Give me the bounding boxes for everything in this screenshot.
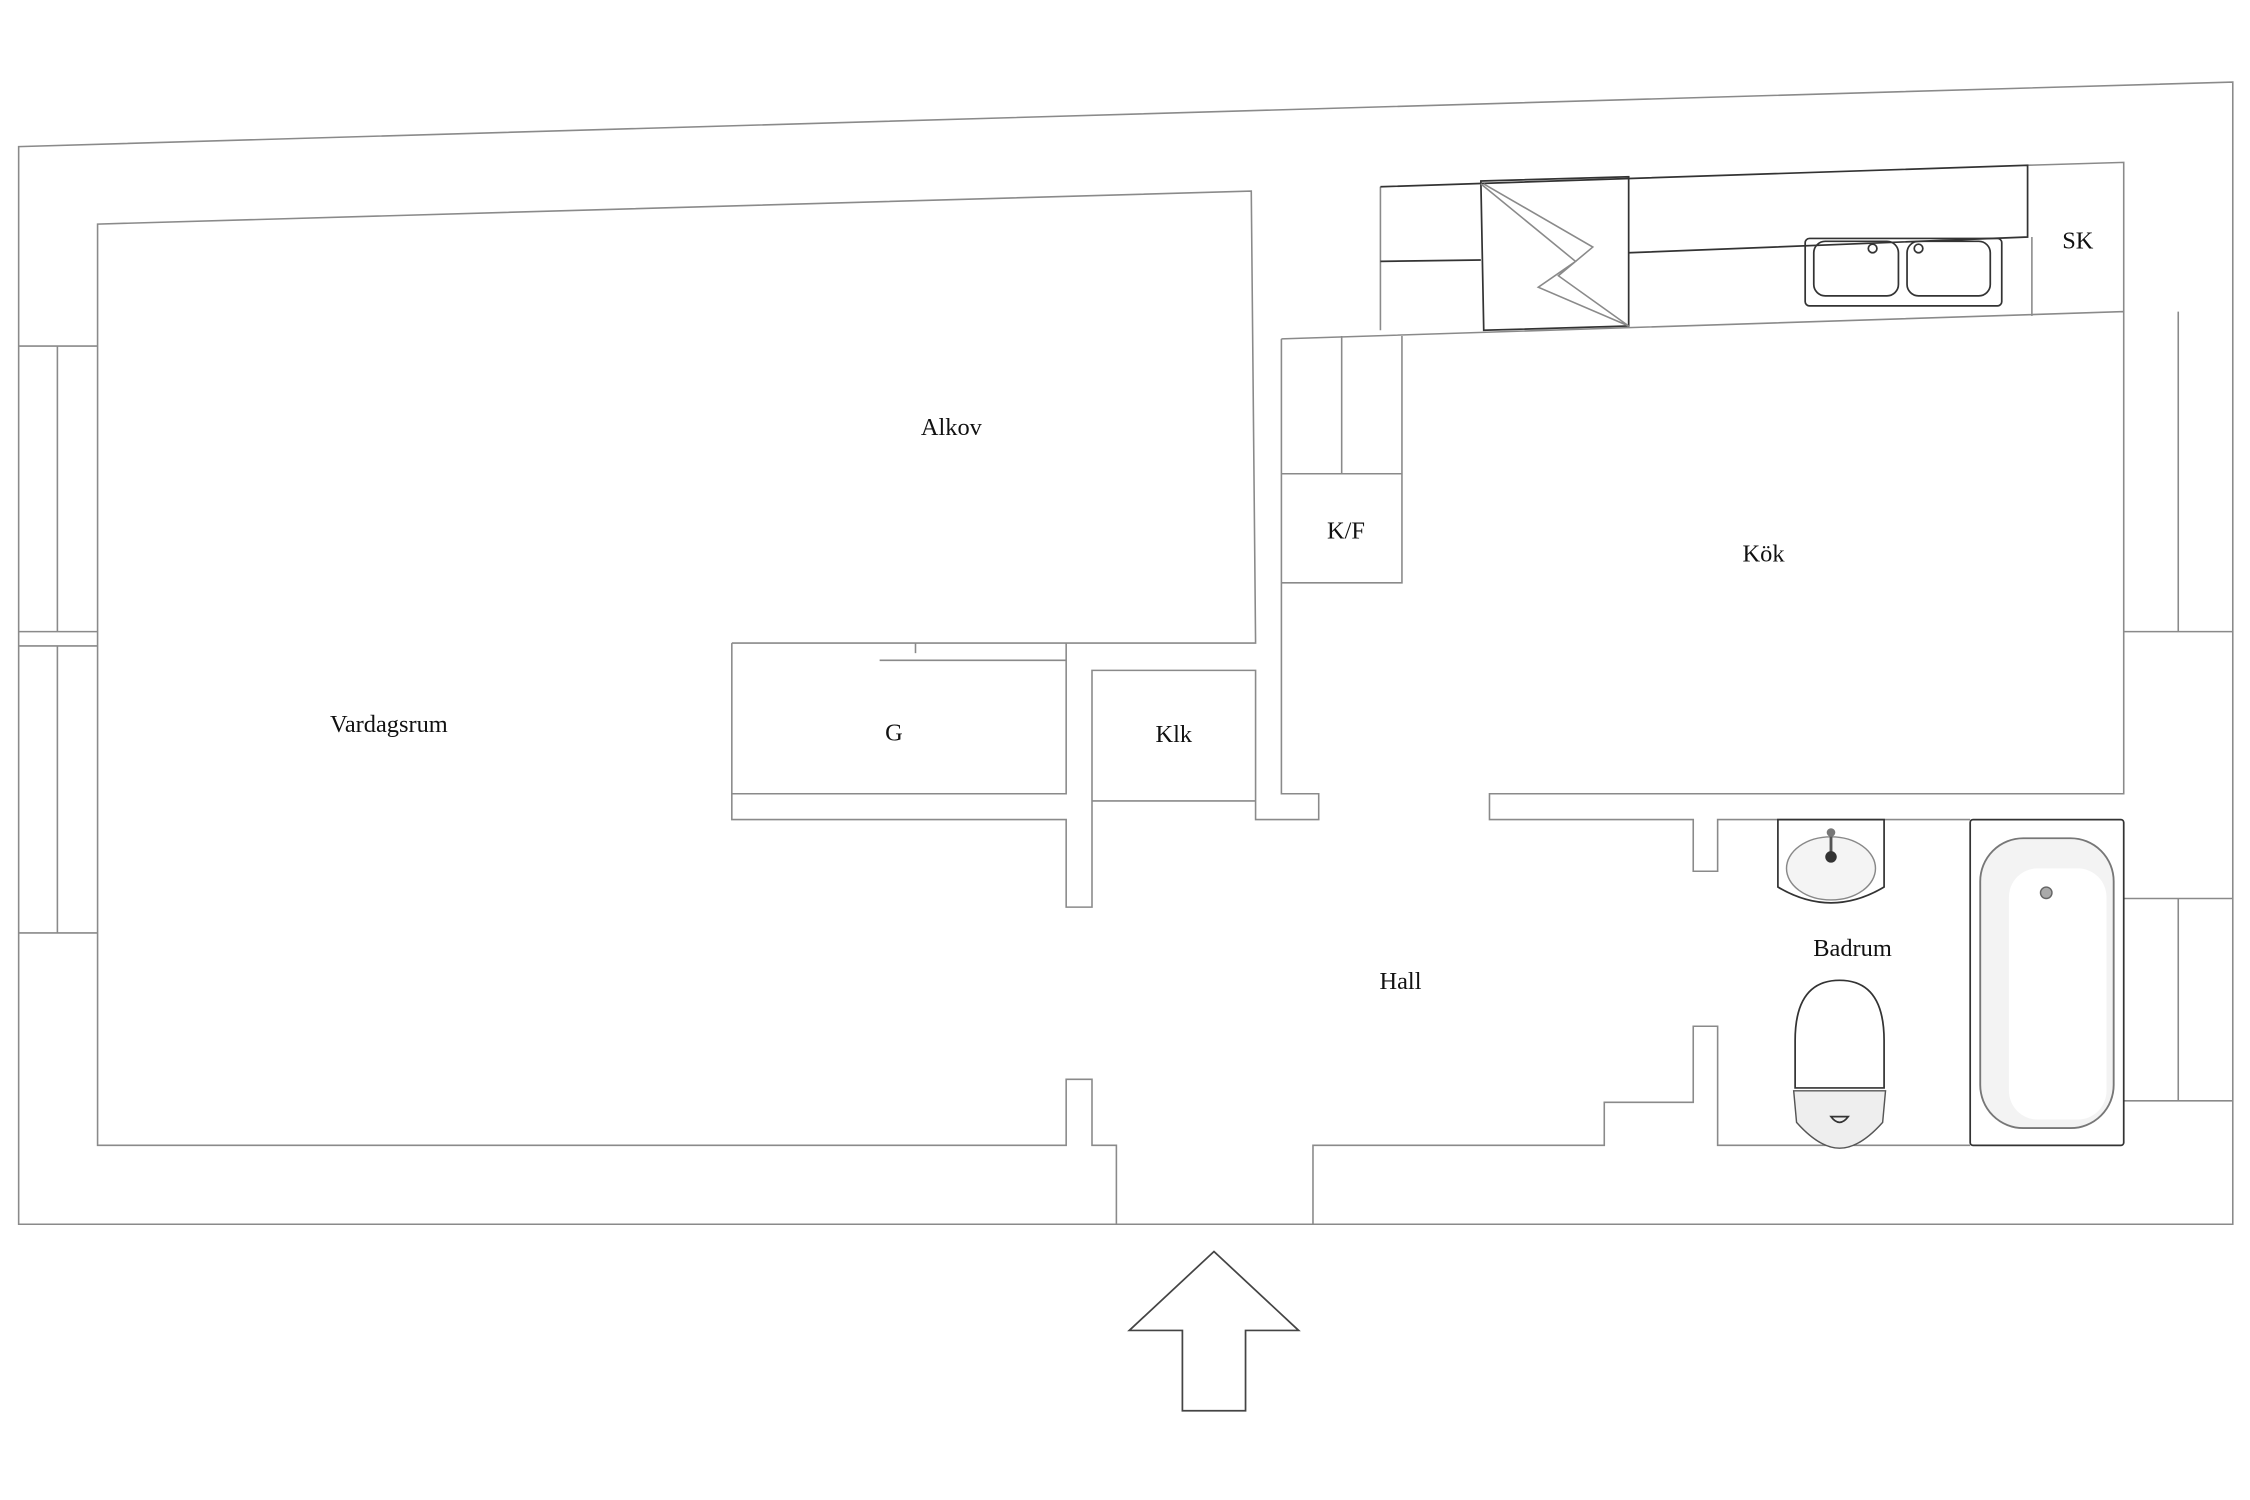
chimney-icon (1480, 183, 1630, 327)
room-label-hall: Hall (1380, 968, 1422, 995)
room-labels: Vardagsrum Alkov G Klk K/F Kök SK Hall B… (330, 227, 2094, 994)
room-label-sk: SK (2062, 227, 2094, 254)
room-label-klk: Klk (1156, 721, 1193, 748)
room-label-kok: Kök (1743, 540, 1786, 567)
bathroom-fixtures (1777, 818, 2125, 1149)
room-label-kf: K/F (1327, 517, 1365, 544)
room-label-badrum: Badrum (1813, 935, 1892, 962)
room-label-g: G (885, 720, 903, 747)
toilet-icon (1792, 979, 1887, 1149)
washbasin-icon (1777, 818, 1885, 904)
walls (17, 81, 2234, 1226)
bathtub-icon (1969, 818, 2125, 1147)
sink-icon (1804, 237, 2003, 307)
kitchen-counter (1379, 161, 2125, 332)
room-label-vardagsrum: Vardagsrum (330, 711, 448, 738)
arrow-up-icon (1127, 1250, 1301, 1412)
room-label-alkov: Alkov (921, 414, 983, 441)
stove (1479, 175, 1630, 332)
